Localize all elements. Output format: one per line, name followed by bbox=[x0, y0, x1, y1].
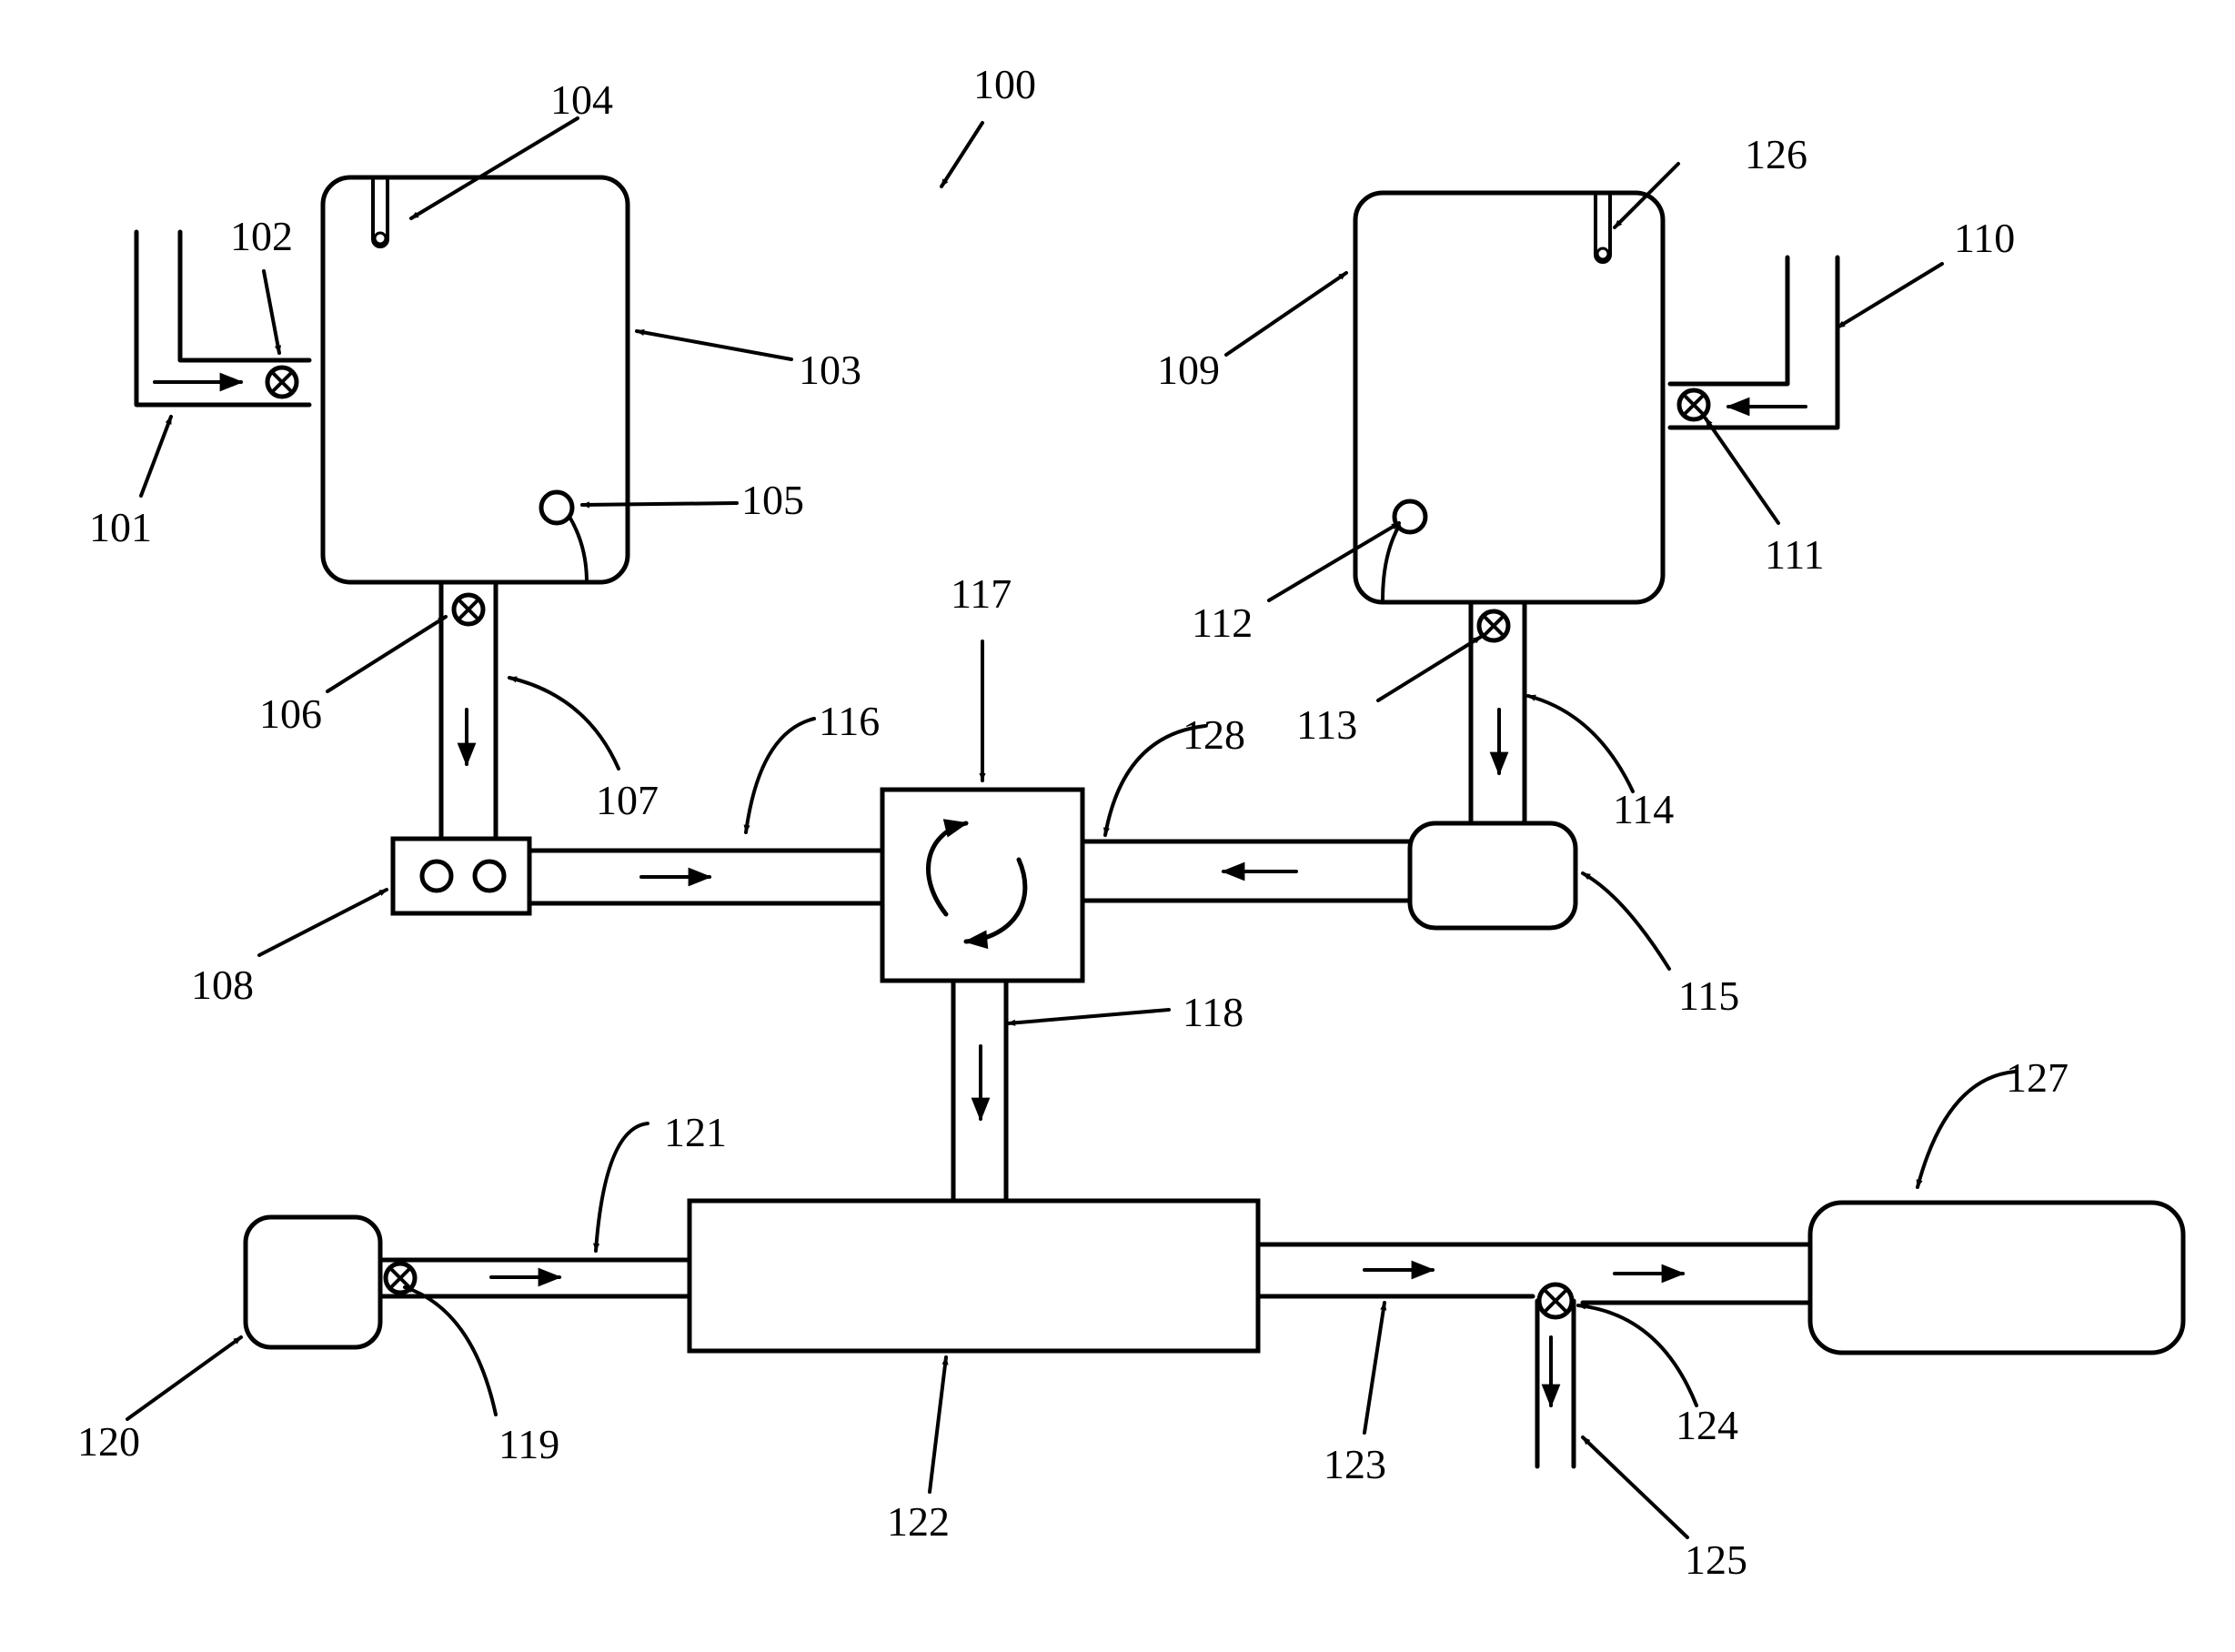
label-103: 103 bbox=[799, 347, 861, 393]
label-126: 126 bbox=[1745, 131, 1807, 177]
label-101: 101 bbox=[89, 504, 152, 550]
pipe-114 bbox=[1471, 602, 1525, 823]
pipe-118 bbox=[953, 981, 1006, 1201]
pump-108 bbox=[393, 839, 529, 913]
label-107: 107 bbox=[596, 777, 659, 823]
label-104: 104 bbox=[550, 76, 613, 123]
tank-109 bbox=[1355, 193, 1663, 602]
mixer-117 bbox=[882, 790, 1082, 981]
label-128: 128 bbox=[1183, 711, 1245, 758]
pipe-121 bbox=[380, 1260, 690, 1296]
pipe-128 bbox=[1082, 841, 1410, 901]
label-119: 119 bbox=[498, 1421, 559, 1467]
label-109: 109 bbox=[1157, 347, 1220, 393]
label-110: 110 bbox=[1954, 215, 2015, 261]
label-121: 121 bbox=[664, 1109, 727, 1155]
label-116: 116 bbox=[819, 698, 880, 744]
tank-103 bbox=[323, 177, 628, 582]
label-123: 123 bbox=[1324, 1441, 1386, 1487]
chamber-122 bbox=[690, 1201, 1258, 1351]
label-125: 125 bbox=[1685, 1536, 1747, 1583]
pipe-107 bbox=[441, 582, 496, 839]
pipe-116 bbox=[529, 851, 882, 903]
label-111: 111 bbox=[1765, 531, 1825, 578]
label-106: 106 bbox=[259, 690, 322, 737]
sensor-105 bbox=[541, 492, 572, 523]
label-105: 105 bbox=[741, 477, 804, 523]
label-127: 127 bbox=[2006, 1054, 2069, 1101]
reservoir-115 bbox=[1410, 823, 1576, 928]
label-117: 117 bbox=[951, 570, 1012, 617]
inlet-110 bbox=[1670, 257, 1837, 428]
label-114: 114 bbox=[1613, 786, 1674, 832]
label-124: 124 bbox=[1676, 1402, 1738, 1448]
label-100: 100 bbox=[973, 61, 1036, 107]
label-112: 112 bbox=[1192, 599, 1253, 646]
label-102: 102 bbox=[230, 213, 293, 259]
collector-127 bbox=[1810, 1203, 2183, 1353]
label-113: 113 bbox=[1296, 701, 1357, 748]
source-120 bbox=[246, 1217, 380, 1347]
label-122: 122 bbox=[887, 1498, 950, 1545]
pipe-123 bbox=[1258, 1244, 1810, 1303]
label-115: 115 bbox=[1678, 972, 1739, 1019]
label-108: 108 bbox=[191, 962, 254, 1008]
label-120: 120 bbox=[77, 1418, 140, 1465]
outlet-125 bbox=[1537, 1284, 1574, 1466]
label-118: 118 bbox=[1183, 989, 1243, 1035]
